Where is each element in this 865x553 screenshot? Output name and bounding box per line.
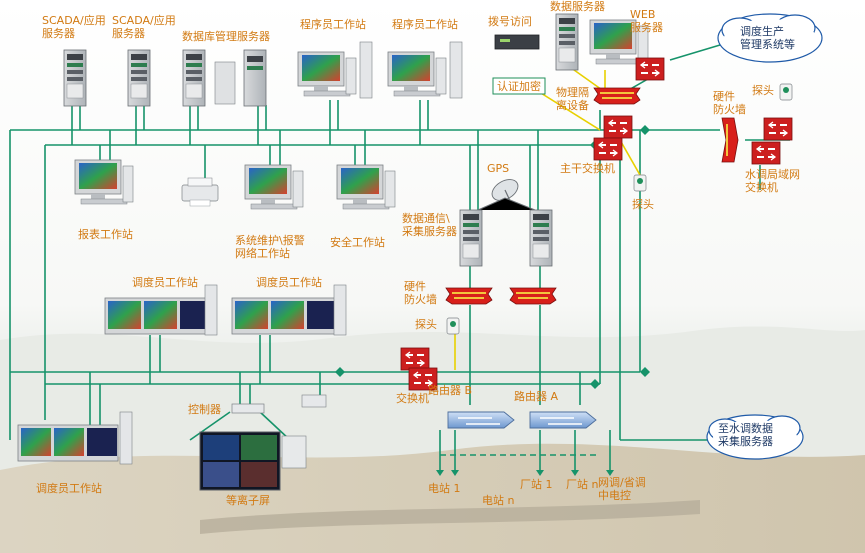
- stations-grid-label: 网调/省调中电控: [598, 476, 646, 502]
- probe-low: [446, 317, 460, 335]
- lower-switch-label: 交换机: [396, 391, 429, 405]
- servers-prog1-label: 程序员工作站: [300, 17, 366, 31]
- middle-maint-label: 系统维护\报警网络工作站: [235, 233, 305, 260]
- security-hw-fw-label: 硬件防火墙: [713, 90, 746, 116]
- middle-probe3-label: 探头: [415, 318, 437, 331]
- lower-plasma-label: 等离子屏: [226, 493, 270, 507]
- lower-disp3-label: 调度员工作站: [36, 481, 102, 495]
- gps-dish: [477, 179, 536, 211]
- comm-server-2: [529, 209, 553, 267]
- security-probe-label: 探头: [752, 84, 774, 97]
- middle-report-label: 报表工作站: [78, 227, 133, 241]
- dispatcher-workstation-1: [104, 284, 218, 336]
- router-a: [529, 411, 597, 429]
- backbone-lines: [9, 44, 790, 470]
- small-printer: [301, 394, 327, 408]
- scada-server-2: [127, 49, 151, 107]
- background-dam: [200, 500, 700, 534]
- stations-f1-label: 厂站 1: [520, 477, 553, 491]
- lower-disp1-label: 调度员工作站: [132, 275, 198, 289]
- middle-safety-label: 安全工作站: [330, 235, 385, 249]
- controller: [231, 403, 265, 414]
- stations-sn-label: 电站 n: [482, 493, 514, 507]
- station-arrows: [436, 470, 614, 476]
- data-server: [555, 13, 579, 71]
- probe-top: [779, 83, 793, 101]
- programmer-workstation-1: [297, 41, 373, 99]
- servers-prog2-label: 程序员工作站: [392, 17, 458, 31]
- scada-server-1: [63, 49, 87, 107]
- servers-cloud-prod-label: 调度生产管理系统等: [740, 24, 795, 51]
- security-probe2-label: 探头: [632, 198, 654, 211]
- plasma-screens: [199, 431, 307, 491]
- middle-comm-label: 数据通信\采集服务器: [402, 211, 457, 238]
- cloud-water: [706, 414, 804, 460]
- security-phys-label: 物理隔离设备: [556, 85, 589, 112]
- middle-gps-label: GPS: [487, 162, 509, 175]
- physical-isolation-device: [593, 87, 641, 105]
- dial-access-modem: [494, 34, 540, 50]
- dispatcher-workstation-3: [17, 411, 133, 465]
- printer: [181, 177, 219, 207]
- lower-cloud-water-label: 至水调数据采集服务器: [718, 421, 773, 448]
- cloud-production: [717, 13, 823, 63]
- security-auth-label: 认证加密: [497, 79, 541, 93]
- lower-controller-label: 控制器: [188, 402, 221, 416]
- middle-hw-fw2-label: 硬件防火墙: [404, 280, 437, 306]
- dispatcher-workstation-2: [231, 284, 347, 336]
- servers-db-label: 数据库管理服务器: [182, 29, 270, 43]
- comm-server-1: [459, 209, 483, 267]
- security-main-switch-label: 主干交换机: [560, 161, 615, 175]
- auth-encrypt-box: [492, 77, 546, 95]
- db-server: [182, 49, 267, 107]
- stations-fn-label: 厂站 n: [566, 477, 598, 491]
- stations-s1-label: 电站 1: [428, 481, 461, 495]
- servers-scada2-label: SCADA/应用服务器: [112, 13, 176, 40]
- hardware-firewall-right: [721, 117, 739, 163]
- lower-disp2-label: 调度员工作站: [256, 275, 322, 289]
- lower-router-b-label: 路由器 B: [428, 383, 472, 397]
- router-b: [447, 411, 515, 429]
- servers-data-label: 数据服务器: [550, 0, 605, 13]
- programmer-workstation-2: [387, 41, 463, 99]
- servers-dial-label: 拨号访问: [488, 14, 532, 28]
- servers-scada1-label: SCADA/应用服务器: [42, 13, 106, 40]
- probe-mid: [633, 174, 647, 192]
- lower-router-a-label: 路由器 A: [514, 389, 558, 403]
- security-wr-switch-label: 水调局域网交换机: [745, 168, 800, 194]
